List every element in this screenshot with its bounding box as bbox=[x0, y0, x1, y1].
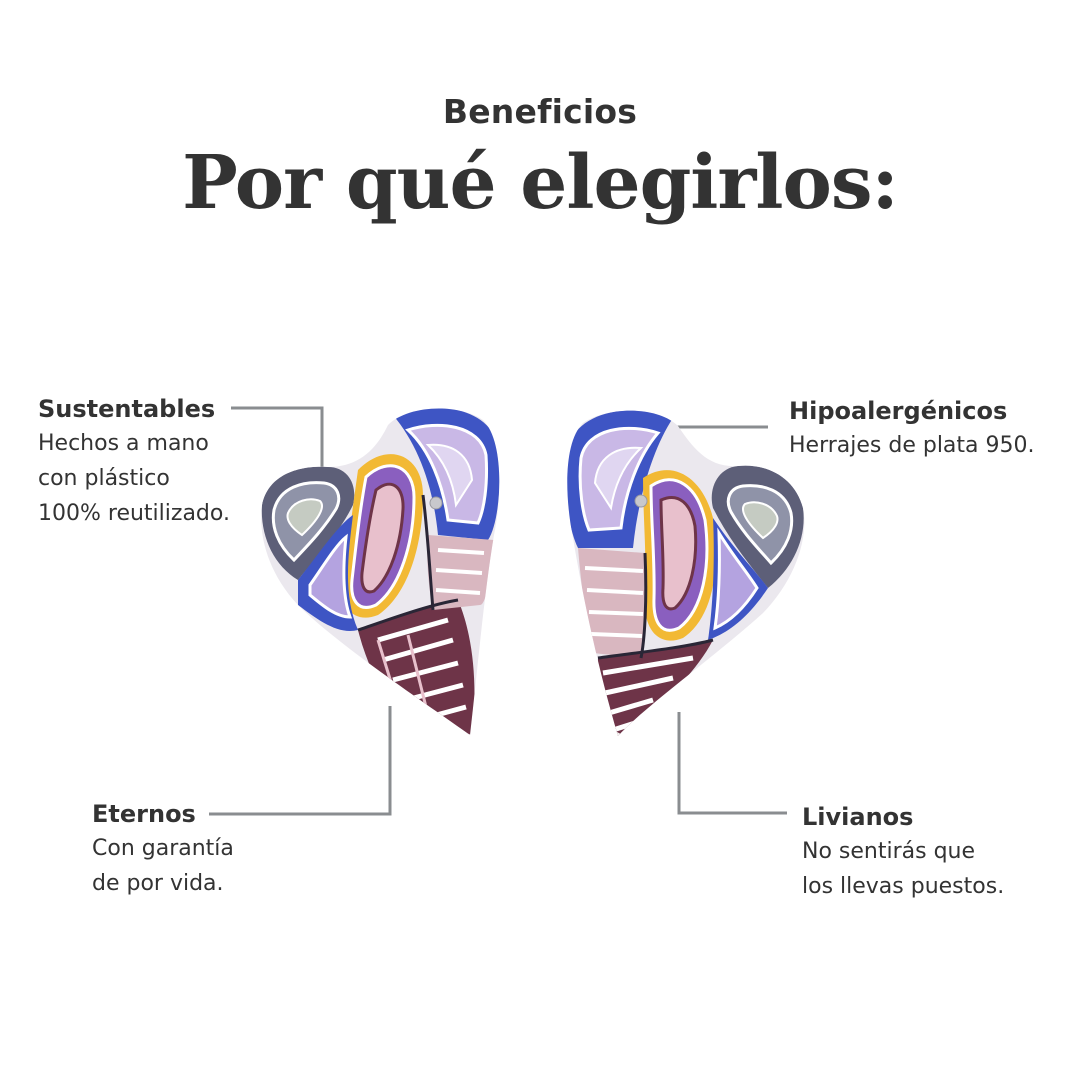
connector-sustentables bbox=[231, 406, 324, 468]
benefit-description: Hechos a mano con plástico 100% reutiliz… bbox=[38, 431, 230, 526]
benefit-description: Herrajes de plata 950. bbox=[789, 433, 1035, 458]
benefit-livianos: Livianos No sentirás que los llevas pues… bbox=[802, 800, 1004, 904]
benefit-sustentables: Sustentables Hechos a mano con plástico … bbox=[38, 392, 230, 531]
benefit-title: Livianos bbox=[802, 803, 914, 831]
benefit-description: Con garantía de por vida. bbox=[92, 836, 234, 896]
benefit-description: No sentirás que los llevas puestos. bbox=[802, 839, 1005, 899]
benefit-title: Sustentables bbox=[38, 395, 216, 423]
connector-livianos bbox=[677, 712, 787, 815]
benefit-eternos: Eternos Con garantía de por vida. bbox=[92, 797, 234, 901]
heart-earring-right-icon bbox=[567, 410, 805, 736]
benefit-title: Hipoalergénicos bbox=[789, 397, 1008, 425]
section-eyebrow: Beneficios bbox=[442, 92, 638, 131]
connector-eternos bbox=[209, 706, 392, 816]
page-title: Por qué elegirlos: bbox=[182, 140, 899, 226]
heart-earring-left-icon bbox=[261, 408, 500, 736]
benefit-title: Eternos bbox=[92, 800, 196, 828]
benefit-hipoalergenicos: Hipoalergénicos Herrajes de plata 950. bbox=[789, 394, 1035, 463]
